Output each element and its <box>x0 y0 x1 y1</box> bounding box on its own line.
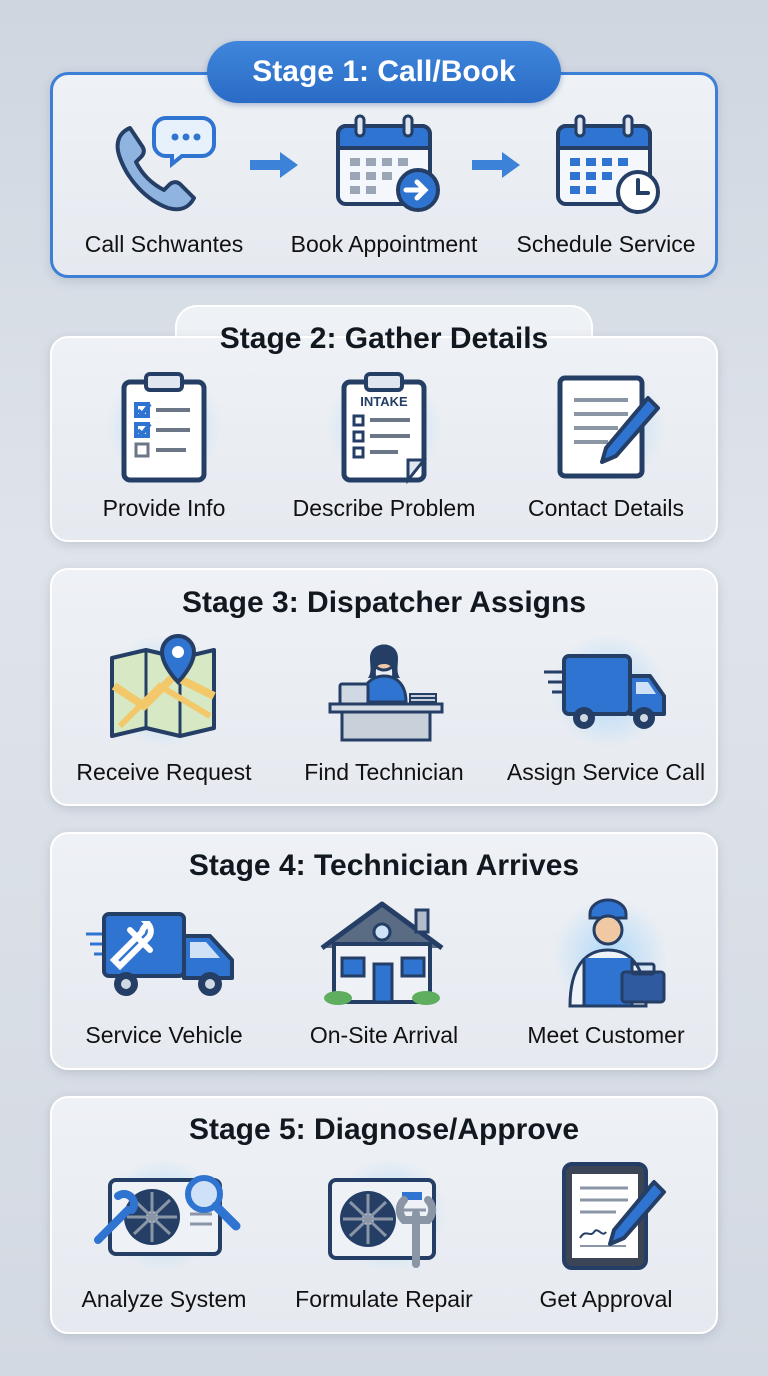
stage-2-title: Stage 2: Gather Details <box>219 322 549 355</box>
step-label: Formulate Repair <box>295 1286 473 1312</box>
step-label: Analyze System <box>81 1286 247 1312</box>
calendar-clock-icon <box>542 112 672 222</box>
arrow-right-icon <box>472 152 520 178</box>
intake-badge: INTAKE <box>360 394 408 409</box>
stage-1-title: Stage 1: Call/Book <box>207 41 561 103</box>
phone-chat-icon <box>100 110 230 220</box>
delivery-truck-icon <box>540 636 670 746</box>
stage-2-tab-join <box>177 338 591 348</box>
dispatcher-desk-icon <box>320 636 450 746</box>
step-label: Service Vehicle <box>85 1022 243 1048</box>
tablet-signature-icon <box>546 1160 676 1270</box>
arrow-right-icon <box>250 152 298 178</box>
step-label: On-Site Arrival <box>309 1022 459 1048</box>
technician-icon <box>544 898 674 1008</box>
step-label: Receive Request <box>76 759 252 785</box>
stage-4-title: Stage 4: Technician Arrives <box>188 849 580 882</box>
stage-3-title: Stage 3: Dispatcher Assigns <box>181 586 587 619</box>
document-pen-icon <box>544 372 674 482</box>
ac-unit-wrench-icon <box>320 1164 450 1274</box>
step-label: Describe Problem <box>292 495 476 521</box>
step-label: Contact Details <box>528 495 684 521</box>
map-pin-icon <box>100 633 230 746</box>
service-truck-icon <box>86 900 234 1010</box>
house-icon <box>318 896 448 1006</box>
checklist-clipboard-icon <box>100 372 230 483</box>
step-label: Schedule Service <box>516 231 696 257</box>
stage-5-title: Stage 5: Diagnose/Approve <box>188 1113 580 1146</box>
step-label: Assign Service Call <box>506 759 706 785</box>
ac-unit-magnifier-icon <box>94 1164 241 1274</box>
step-label: Book Appointment <box>290 231 478 257</box>
intake-clipboard-icon: INTAKE <box>320 372 450 485</box>
calendar-arrow-icon <box>322 112 452 222</box>
step-label: Meet Customer <box>527 1022 685 1048</box>
step-label: Call Schwantes <box>84 231 244 257</box>
step-label: Find Technician <box>304 759 464 785</box>
step-label: Get Approval <box>539 1286 673 1312</box>
step-label: Provide Info <box>102 495 226 521</box>
